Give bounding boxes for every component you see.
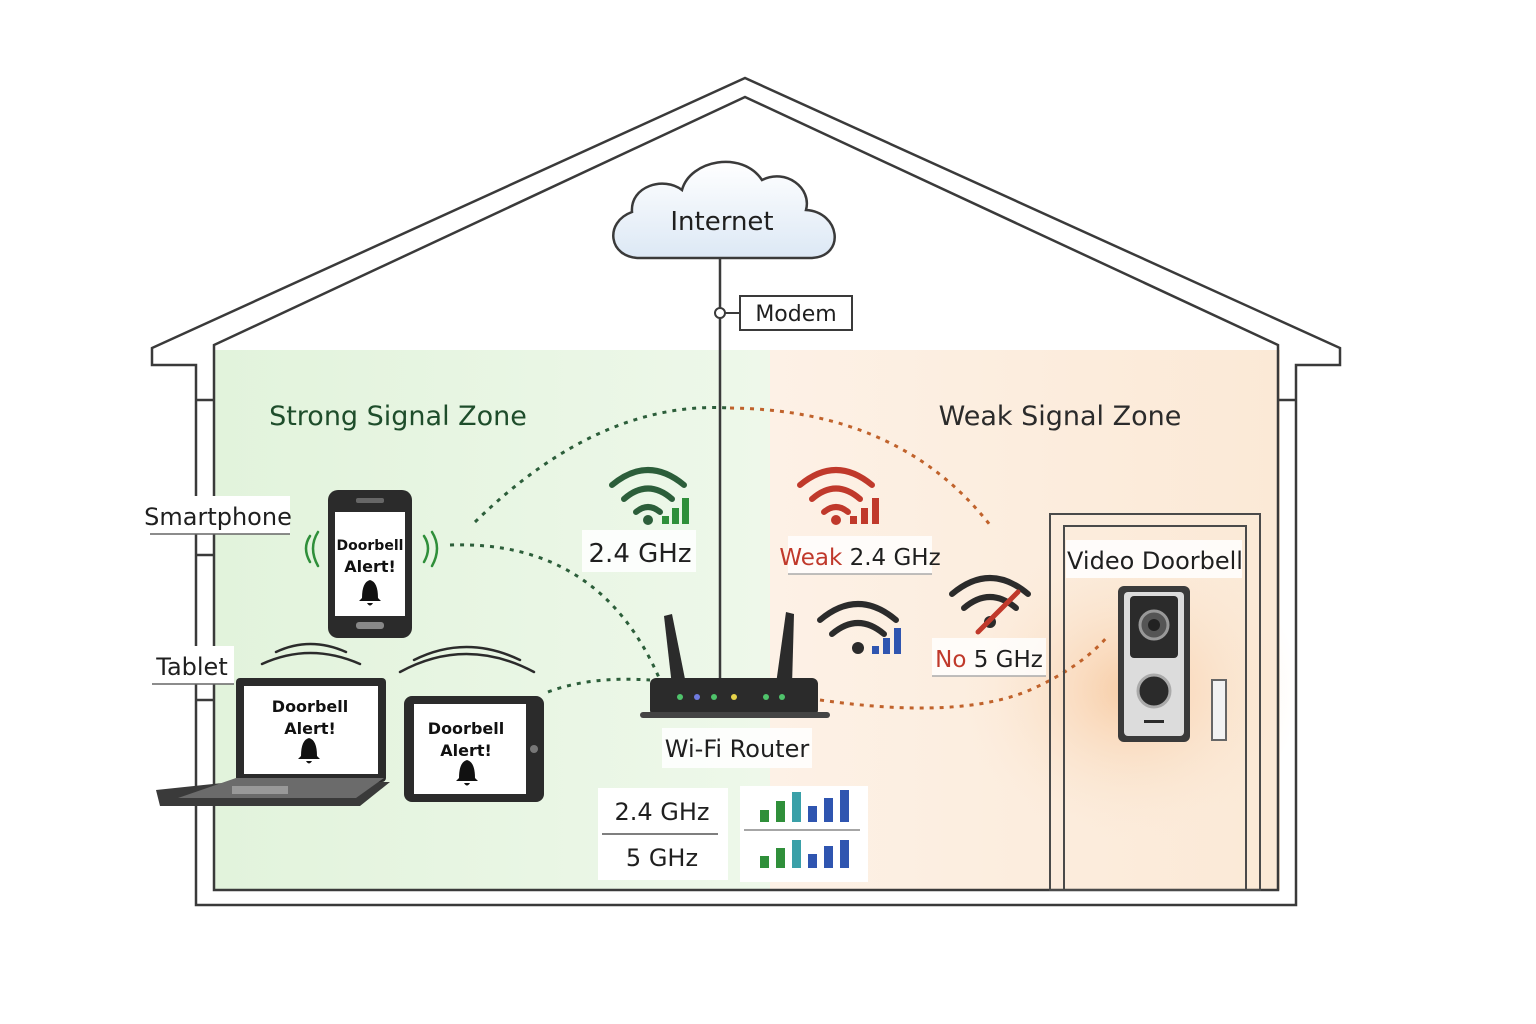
router-5ghz-wifi-icon: [817, 601, 899, 654]
no-5-label: No 5 GHz: [935, 647, 1043, 673]
smartphone-alert-line2: Alert!: [344, 557, 396, 576]
no-signal-slash-icon: [975, 589, 1021, 635]
bars-24-icon: [760, 790, 849, 822]
smartphone-label: Smartphone: [144, 503, 292, 531]
modem-node: [714, 307, 726, 319]
bands-row-5: 5 GHz: [626, 844, 698, 872]
smartphone-alert-line1: Doorbell: [337, 538, 404, 554]
no-5-prefix: No: [935, 647, 966, 673]
weak-24-prefix: Weak: [779, 545, 843, 571]
modem-box: [739, 295, 853, 331]
smartphone-device: Doorbell Alert!: [328, 490, 412, 638]
laptop-bell-icon: [298, 738, 320, 764]
no-5-label-bg: [932, 638, 1046, 676]
orange-coverage-arc: [729, 406, 992, 526]
weak-24-label-bg: [788, 536, 932, 574]
tablet-alert-line2: Alert!: [440, 741, 492, 760]
green-coverage-arc: [473, 406, 731, 524]
strong-24-label: 2.4 GHz: [589, 539, 692, 569]
bands-row-24: 2.4 GHz: [614, 798, 709, 826]
tablet-wifi-waves: [398, 645, 536, 674]
video-doorbell-device: [1118, 586, 1190, 742]
tablet-alert-line1: Doorbell: [428, 719, 504, 738]
tablet-bell-icon: [456, 760, 478, 786]
strong-signal-bars: [662, 498, 689, 524]
smartphone-bell-icon: [359, 580, 381, 606]
strong-zone-title: Strong Signal Zone: [269, 401, 527, 432]
router-5ghz-bars: [872, 628, 901, 654]
front-door: [1049, 513, 1261, 891]
weak-zone-title: Weak Signal Zone: [939, 401, 1182, 432]
laptop-alert-line2: Alert!: [284, 719, 336, 738]
smartphone-label-bg: [150, 496, 290, 534]
cloud-label: Internet: [670, 207, 773, 237]
laptop-device: Doorbell Alert!: [156, 678, 390, 806]
no-5-band: 5 GHz: [974, 647, 1043, 673]
laptop-wifi-waves: [260, 642, 362, 666]
smartphone-vibration-icon: [304, 530, 439, 568]
tablet-label: Tablet: [155, 653, 227, 681]
strong-24-label-bg: [582, 530, 696, 572]
weak-24-label: Weak 2.4 GHz: [779, 545, 940, 571]
weak-wifi-icon: [797, 467, 875, 525]
router-label: Wi-Fi Router: [665, 735, 810, 763]
smartphone-link: [449, 543, 662, 681]
strong-wifi-icon: [609, 467, 687, 525]
door-handle: [1211, 679, 1227, 741]
bars-5-icon: [760, 840, 849, 868]
tablet-label-bg: [152, 646, 234, 684]
modem-label: Modem: [755, 302, 836, 327]
wifi-router: [640, 612, 830, 718]
house-outline: [150, 76, 1342, 907]
internet-cloud: Internet: [612, 160, 836, 260]
tablet-device: Doorbell Alert!: [404, 696, 544, 802]
doorbell-label-bg: [1066, 540, 1242, 578]
tablet-link: [547, 677, 651, 694]
weak-24-band: 2.4 GHz: [850, 545, 941, 571]
router-label-bg: [662, 728, 812, 768]
weak-signal-bars: [850, 498, 879, 524]
doorbell-label: Video Doorbell: [1067, 547, 1243, 575]
laptop-alert-line1: Doorbell: [272, 697, 348, 716]
